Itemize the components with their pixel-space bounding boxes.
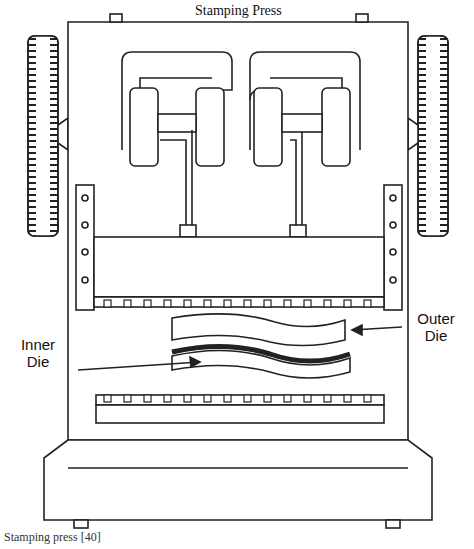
part-label: Outer Die <box>404 310 468 345</box>
leader-line <box>78 325 402 370</box>
bolster-plate <box>96 395 384 405</box>
figure-caption: Stamping press [40] <box>4 531 101 545</box>
gib <box>76 185 94 310</box>
press-title: Stamping Press <box>195 3 282 19</box>
connecting-rod <box>180 225 196 237</box>
outer-die <box>172 314 345 346</box>
press-frame <box>68 22 408 468</box>
flywheel <box>418 36 448 236</box>
inner-die <box>172 350 350 378</box>
part-label: Inner Die <box>8 336 68 371</box>
press-base <box>44 440 432 520</box>
flywheel <box>28 36 58 236</box>
ram <box>94 237 384 297</box>
bearing-block <box>130 88 158 166</box>
